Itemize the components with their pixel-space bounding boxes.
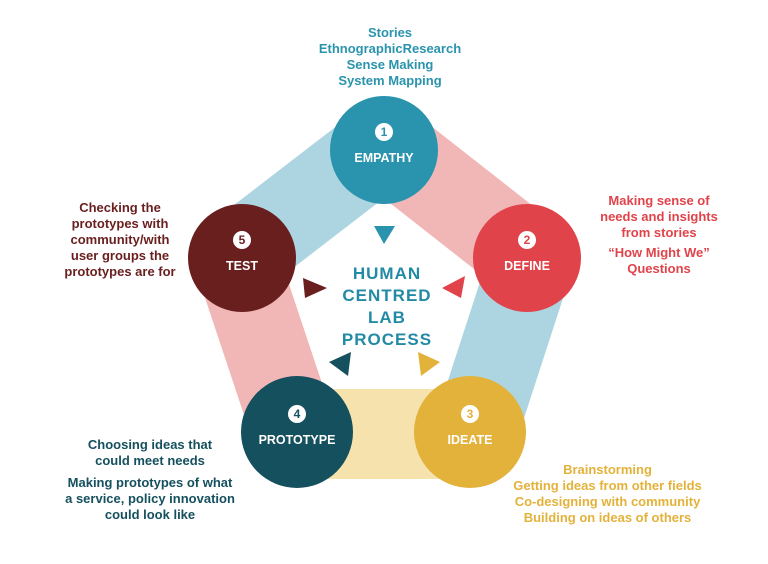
stage-number-badge — [233, 231, 251, 249]
arrow-ideate — [418, 352, 440, 376]
note-line: Making sense of — [608, 193, 710, 208]
stage-number: 5 — [239, 233, 246, 247]
note-line: from stories — [621, 225, 697, 240]
ideate-notes: Brainstorming Getting ideas from other f… — [500, 462, 715, 526]
arrow-prototype — [329, 352, 351, 376]
empathy-notes: Stories EthnographicResearch Sense Makin… — [290, 25, 490, 89]
note-line: Brainstorming — [563, 462, 652, 477]
define-circle — [473, 204, 581, 312]
empathy-circle — [330, 96, 438, 204]
note-line: could look like — [104, 507, 196, 522]
prototype-notes: Choosing ideas that could meet needs Mak… — [50, 437, 250, 523]
note-line: Questions — [627, 261, 691, 276]
stage-number: 2 — [524, 233, 531, 247]
stage-label: TEST — [226, 259, 258, 273]
note-line: Checking the — [79, 200, 161, 215]
note-line: community/with — [70, 232, 170, 247]
prototype-circle — [241, 376, 353, 488]
define-notes: Making sense of needs and insights from … — [585, 193, 733, 277]
note-line: Choosing ideas that — [87, 437, 213, 452]
ideate-circle — [414, 376, 526, 488]
stage-number-badge — [288, 405, 306, 423]
note-line: prototypes with — [71, 216, 169, 231]
stage-number-badge — [518, 231, 536, 249]
note-line: Building on ideas of others — [523, 510, 692, 525]
arrow-empathy — [374, 226, 395, 244]
center-title-line: CENTRED — [342, 286, 432, 305]
test-notes: Checking the prototypes with community/w… — [55, 200, 185, 280]
stage-number: 3 — [467, 407, 474, 421]
note-line: EthnographicResearch — [318, 41, 462, 56]
arrow-define — [442, 276, 465, 298]
center-title-line: LAB — [368, 308, 406, 327]
stage-number-badge — [375, 123, 393, 141]
note-line: Sense Making — [346, 57, 434, 72]
note-line: System Mapping — [338, 73, 442, 88]
center-title-line: HUMAN — [352, 264, 422, 283]
stage-label: PROTOTYPE — [259, 433, 336, 447]
stage-label: DEFINE — [504, 259, 550, 273]
stage-label: IDEATE — [448, 433, 493, 447]
note-line: could meet needs — [95, 453, 205, 468]
center-title: HUMAN CENTRED LAB PROCESS — [332, 263, 442, 351]
note-line: Stories — [367, 25, 413, 40]
note-line: prototypes are for — [64, 264, 176, 279]
note-line: Making prototypes of what — [67, 475, 233, 490]
stage-number: 4 — [294, 407, 301, 421]
note-line: user groups the — [70, 248, 170, 263]
note-line: a service, policy innovation — [65, 491, 235, 506]
center-title-line: PROCESS — [341, 330, 433, 349]
note-line: “How Might We” — [608, 245, 710, 260]
inner-pentagon — [296, 205, 472, 362]
note-line: Getting ideas from other fields — [513, 478, 702, 493]
stage-number-badge — [461, 405, 479, 423]
test-circle — [188, 204, 296, 312]
note-line: needs and insights — [600, 209, 718, 224]
arrow-test — [303, 278, 327, 298]
stage-label: EMPATHY — [354, 151, 414, 165]
stage-number: 1 — [381, 125, 388, 139]
note-line: Co-designing with community — [514, 494, 701, 509]
